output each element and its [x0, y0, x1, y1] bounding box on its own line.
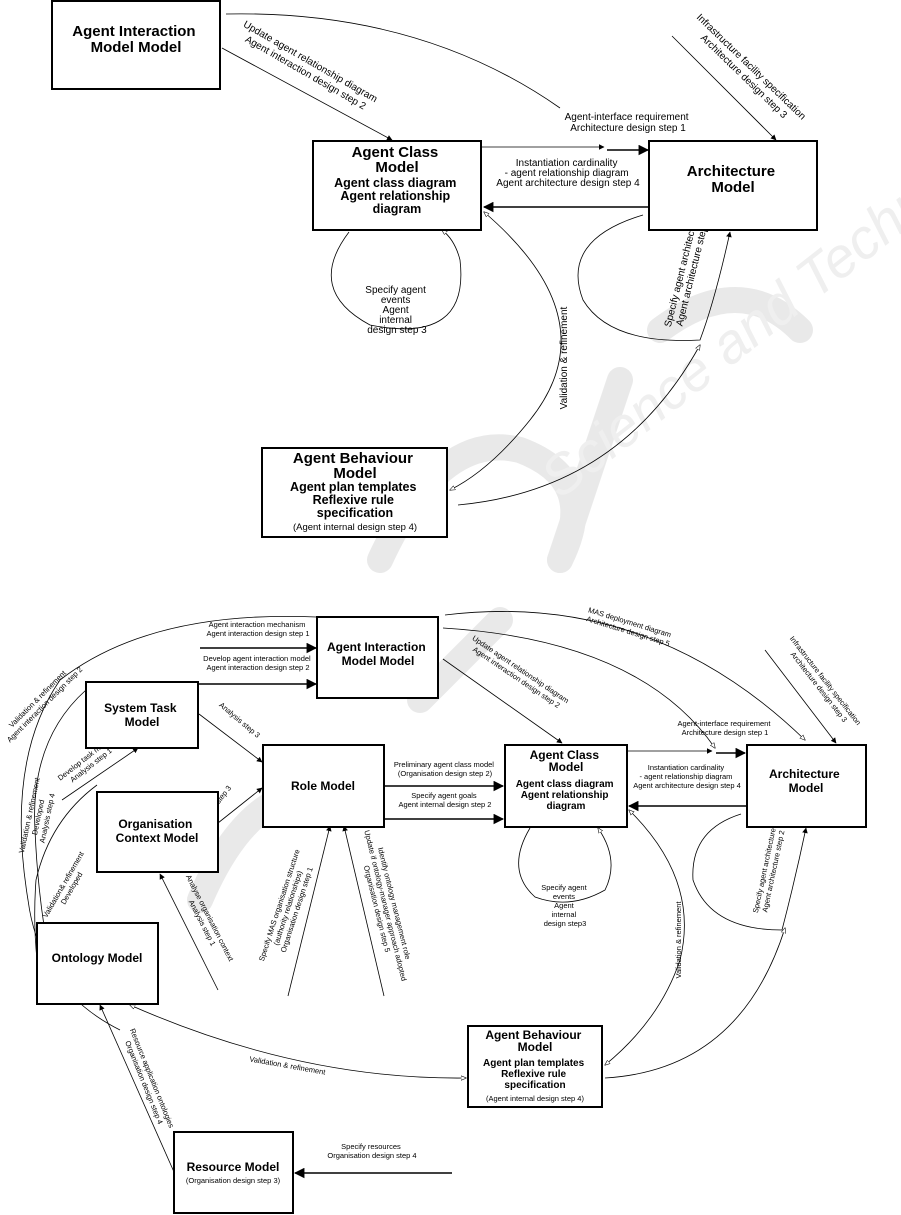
label-validation-behaviour: Validation & refinement — [674, 901, 683, 979]
edge-behaviour-architecture — [604, 928, 785, 1079]
edge-update-relationship — [221, 47, 393, 141]
svg-text:Agent Behaviour Model: Agent Behaviour Model — [485, 1028, 584, 1054]
edge-analysis-step3-b — [217, 787, 263, 824]
svg-text:Agent plan templates R: Agent plan templates Reflexive rule spec… — [290, 480, 420, 520]
label-validation-developed-2: Validation& refinement Developed — [41, 848, 95, 924]
edge-ontology-role — [342, 825, 385, 997]
svg-text:(Agent internal design step 4): (Agent internal design step 4) — [293, 522, 417, 533]
edge-validation-ontology-behaviour — [130, 1005, 466, 1078]
label-agent-interface: Agent-interface requirement Architecture… — [565, 112, 692, 134]
svg-text:Ontology Model: Ontology Model — [52, 951, 143, 965]
label-agent-goals: Specify agent goals Agent internal desig… — [399, 791, 492, 809]
label-agent-interface: Agent-interface requirement Architecture… — [677, 719, 772, 737]
label-analysis-step3-a: Analysis step 3 — [217, 700, 261, 739]
edge-specify-architecture — [692, 813, 808, 931]
label-resource-ontologies: Resource application ontologies Organisa… — [119, 1027, 176, 1134]
label-agent-events: Specify agent events Agent internal desi… — [541, 883, 589, 928]
svg-text:Architecture Model: Architecture Model — [769, 767, 843, 795]
svg-text:Agent Interaction Mode: Agent Interaction Model Model — [327, 640, 429, 668]
edge-develop-task — [61, 747, 139, 801]
node-agent-behaviour-model[interactable]: Agent Behaviour Model Agent plan templat… — [261, 447, 448, 538]
edge-infrastructure — [764, 649, 837, 744]
watermark-text: Science and Technology Publications — [529, 0, 901, 509]
edge-agent-interface-arc — [442, 627, 715, 748]
edge-behaviour-architecture — [457, 345, 700, 506]
svg-text:Agent class diagram Ag: Agent class diagram Agent relationship d… — [516, 779, 617, 812]
svg-text:Role Model: Role Model — [291, 779, 355, 793]
label-agent-events: Specify agent events Agent internal desi… — [365, 285, 428, 336]
svg-text:(Agent internal design step 4): (Agent internal design step 4) — [486, 1094, 584, 1103]
edge-analysis-step3-a — [198, 713, 263, 763]
edge-specify-architecture — [577, 214, 732, 341]
svg-text:Agent Behaviour Model: Agent Behaviour Model — [293, 450, 417, 482]
node-agent-class-model[interactable]: Agent Class Model Agent class diagram Ag… — [504, 744, 628, 828]
label-specify-architecture: Specify agent architecture Agent archite… — [751, 825, 787, 916]
node-agent-interaction-model[interactable]: Agent Interaction Model Model — [316, 616, 439, 699]
edge-arc-system-task — [34, 689, 87, 961]
node-agent-behaviour-model[interactable]: Agent Behaviour Model Agent plan templat… — [467, 1025, 603, 1108]
node-ontology-model[interactable]: Ontology Model — [36, 922, 159, 1005]
top-diagram: Update agent relationship diagram Agent … — [51, 0, 818, 538]
node-organisation-context-model[interactable]: Organisation Context Model — [96, 791, 219, 873]
label-interaction-mechanism: Agent interaction mechanism Agent intera… — [207, 620, 310, 638]
svg-text:Architecture Model: Architecture Model — [687, 163, 780, 196]
node-agent-class-model[interactable]: Agent Class Model Agent class diagram Ag… — [312, 140, 482, 231]
edge-validation — [450, 212, 562, 490]
node-system-task-model[interactable]: System Task Model — [85, 681, 199, 749]
edge-resource-ontologies — [99, 1004, 175, 1173]
label-mas-deployment: MAS deployment diagram Architecture desi… — [585, 605, 675, 648]
edge-analyse-context — [159, 873, 219, 991]
node-agent-interaction-model[interactable]: Agent Interaction Model Model — [51, 0, 221, 90]
label-develop-interaction: Develop agent interaction model Agent in… — [203, 654, 313, 672]
label-validation-ontology-behaviour: Validation & refinement — [249, 1054, 327, 1076]
label-infrastructure: Infrastructure facility specification Ar… — [686, 12, 810, 133]
label-update-relationship: Update agent relationship diagram Agent … — [235, 19, 381, 117]
edge-update-relationship — [442, 658, 563, 744]
node-architecture-model[interactable]: Architecture Model — [648, 140, 818, 231]
bottom-diagram: Agent interaction mechanism Agent intera… — [0, 605, 867, 1214]
svg-text:(Organisation design step 3): (Organisation design step 3) — [186, 1176, 281, 1185]
svg-text:Agent plan templates R: Agent plan templates Reflexive rule spec… — [483, 1058, 587, 1091]
label-infrastructure: Infrastructure facility specification Ar… — [781, 634, 864, 734]
edge-infrastructure — [671, 35, 777, 141]
svg-text:Organisation Context M: Organisation Context Model — [116, 817, 199, 845]
label-instantiation: Instantiation cardinality - agent relati… — [633, 763, 741, 790]
edge-arc-org-context — [34, 784, 98, 961]
node-resource-model[interactable]: Resource Model (Organisation design step… — [173, 1131, 294, 1214]
svg-text:Agent Class Model: Agent Class Model — [352, 144, 443, 176]
svg-text:Agent Interaction Mode: Agent Interaction Model Model — [72, 23, 200, 56]
label-validation-interaction: Validation & refinement Agent interactio… — [0, 659, 84, 745]
svg-text:Agent Class Model: Agent Class Model — [530, 748, 603, 774]
label-specify-resources: Specify resources Organisation design st… — [327, 1142, 416, 1160]
node-architecture-model[interactable]: Architecture Model — [746, 744, 867, 828]
svg-text:Resource Model: Resource Model — [187, 1160, 280, 1174]
node-role-model[interactable]: Role Model — [262, 744, 385, 828]
edge-mas-structure — [287, 825, 332, 997]
svg-text:Agent class diagram Ag: Agent class diagram Agent relationship d… — [334, 176, 460, 216]
svg-text:System Task Model: System Task Model — [104, 701, 180, 729]
label-validation: Validation & refinement — [559, 306, 570, 409]
label-instantiation: Instantiation cardinality - agent relati… — [496, 158, 640, 189]
edge-validation-behaviour — [605, 810, 685, 1065]
edge-mas-deployment — [444, 611, 805, 740]
label-preliminary-class: Preliminary agent class model (Organisat… — [394, 760, 496, 778]
edge-top-arc — [225, 13, 561, 109]
